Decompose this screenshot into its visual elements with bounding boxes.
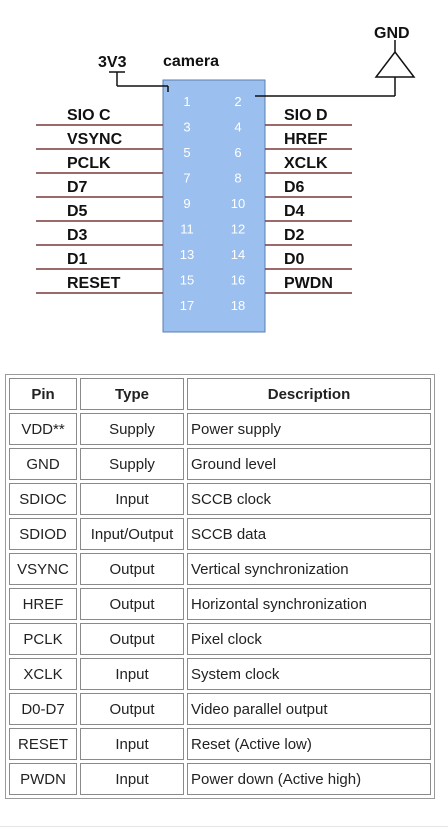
right-signal-label: D6 bbox=[284, 179, 305, 196]
cell-pin: PCLK bbox=[9, 623, 77, 655]
bottom-divider bbox=[0, 826, 448, 827]
right-signal-label: D0 bbox=[284, 251, 305, 268]
right-pin-number: 12 bbox=[231, 222, 245, 237]
left-pin-number: 13 bbox=[180, 247, 194, 262]
ground-label: GND bbox=[374, 25, 410, 42]
right-pin-number: 4 bbox=[234, 120, 241, 135]
left-signal-label: PCLK bbox=[67, 155, 111, 172]
cell-description: Horizontal synchronization bbox=[187, 588, 431, 620]
left-signal-label: RESET bbox=[67, 275, 121, 292]
cell-pin: HREF bbox=[9, 588, 77, 620]
cell-description: Power supply bbox=[187, 413, 431, 445]
cell-pin: D0-D7 bbox=[9, 693, 77, 725]
right-signal-label: HREF bbox=[284, 131, 328, 148]
cell-pin: PWDN bbox=[9, 763, 77, 795]
cell-description: Ground level bbox=[187, 448, 431, 480]
right-signal-label: D4 bbox=[284, 203, 305, 220]
cell-type: Output bbox=[80, 553, 184, 585]
cell-description: SCCB clock bbox=[187, 483, 431, 515]
right-pin-number: 8 bbox=[234, 171, 241, 186]
right-pin-number: 16 bbox=[231, 273, 245, 288]
right-pin-number: 2 bbox=[234, 94, 241, 109]
cell-type: Output bbox=[80, 588, 184, 620]
cell-type: Input/Output bbox=[80, 518, 184, 550]
cell-type: Input bbox=[80, 658, 184, 690]
cell-description: Video parallel output bbox=[187, 693, 431, 725]
ground-symbol-icon bbox=[374, 50, 416, 78]
cell-description: Pixel clock bbox=[187, 623, 431, 655]
cell-type: Input bbox=[80, 728, 184, 760]
cell-type: Output bbox=[80, 623, 184, 655]
cell-type: Input bbox=[80, 483, 184, 515]
right-pin-number: 10 bbox=[231, 196, 245, 211]
left-signal-label: D7 bbox=[67, 179, 88, 196]
cell-pin: VDD** bbox=[9, 413, 77, 445]
right-signal-label: XCLK bbox=[284, 155, 328, 172]
camera-chip-body bbox=[162, 79, 266, 333]
right-signal-label: D2 bbox=[284, 227, 305, 244]
table-header-row: Pin Type Description bbox=[9, 378, 431, 410]
left-signal-label: D1 bbox=[67, 251, 88, 268]
left-signal-label: D3 bbox=[67, 227, 88, 244]
cell-type: Output bbox=[80, 693, 184, 725]
cell-type: Input bbox=[80, 763, 184, 795]
left-signal-label: D5 bbox=[67, 203, 88, 220]
right-pin-number: 6 bbox=[234, 145, 241, 160]
cell-description: System clock bbox=[187, 658, 431, 690]
right-signal-label: SIO D bbox=[284, 107, 328, 124]
cell-pin: SDIOC bbox=[9, 483, 77, 515]
cell-pin: RESET bbox=[9, 728, 77, 760]
right-pin-number: 14 bbox=[231, 247, 245, 262]
left-signal-label: SIO C bbox=[67, 107, 111, 124]
left-signal-label: VSYNC bbox=[67, 131, 123, 148]
header-type: Type bbox=[80, 378, 184, 410]
left-pin-number: 17 bbox=[180, 298, 194, 313]
left-pin-number: 7 bbox=[183, 171, 190, 186]
left-pin-number: 15 bbox=[180, 273, 194, 288]
header-description: Description bbox=[187, 378, 431, 410]
right-pin-number: 18 bbox=[231, 298, 245, 313]
left-pin-number: 9 bbox=[183, 196, 190, 211]
cell-type: Supply bbox=[80, 413, 184, 445]
cell-description: Vertical synchronization bbox=[187, 553, 431, 585]
cell-description: SCCB data bbox=[187, 518, 431, 550]
cell-pin: SDIOD bbox=[9, 518, 77, 550]
header-pin: Pin bbox=[9, 378, 77, 410]
cell-description: Reset (Active low) bbox=[187, 728, 431, 760]
left-pin-number: 3 bbox=[183, 120, 190, 135]
power-label: 3V3 bbox=[98, 54, 127, 71]
chip-label: camera bbox=[163, 53, 219, 70]
right-signal-label: PWDN bbox=[284, 275, 333, 292]
left-pin-number: 5 bbox=[183, 145, 190, 160]
cell-type: Supply bbox=[80, 448, 184, 480]
cell-pin: XCLK bbox=[9, 658, 77, 690]
left-pin-number: 11 bbox=[180, 222, 194, 237]
left-pin-number: 1 bbox=[183, 94, 190, 109]
cell-pin: VSYNC bbox=[9, 553, 77, 585]
cell-description: Power down (Active high) bbox=[187, 763, 431, 795]
cell-pin: GND bbox=[9, 448, 77, 480]
